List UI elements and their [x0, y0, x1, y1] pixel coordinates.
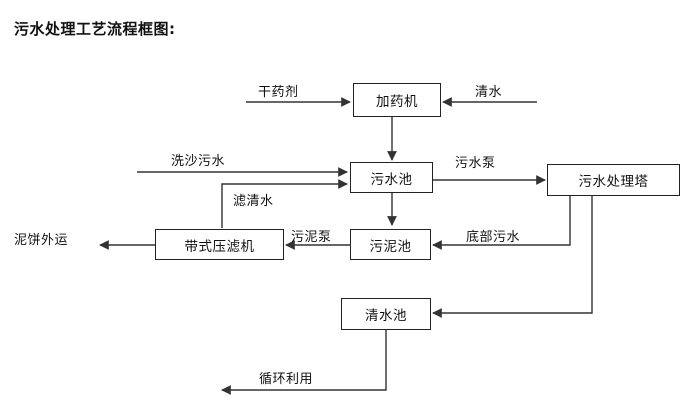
node-sludge-pool[interactable]: 污泥池	[350, 229, 431, 260]
connector-filtered-water-to-wastewater-pool	[221, 179, 348, 228]
node-clear-water-pool[interactable]: 清水池	[341, 298, 431, 330]
connector-bottom-wastewater-to-sludge-pool	[432, 196, 571, 250]
node-dosing-machine-label: 加药机	[376, 94, 418, 110]
node-belt-filter-press[interactable]: 带式压滤机	[155, 229, 284, 260]
node-clear-water-pool-label: 清水池	[365, 308, 407, 324]
connector-tower-to-clear-water-pool	[432, 196, 593, 318]
edge-label-clean-water: 清水	[475, 85, 503, 100]
edge-label-sludge-pump: 污泥泵	[291, 230, 332, 245]
node-treatment-tower-label: 污水处理塔	[578, 174, 649, 190]
node-dosing-machine[interactable]: 加药机	[353, 83, 441, 117]
node-wastewater-pool[interactable]: 污水池	[350, 162, 433, 193]
connector-clear-water-pool-to-recycle	[221, 330, 387, 395]
terminal-label-mud-cake-out: 泥饼外运	[14, 233, 69, 248]
node-treatment-tower[interactable]: 污水处理塔	[547, 164, 680, 196]
edge-label-sand-wash-wastewater: 洗沙污水	[171, 154, 226, 169]
node-belt-filter-press-label: 带式压滤机	[184, 238, 255, 255]
edge-label-wastewater-pump: 污水泵	[455, 156, 496, 171]
node-sludge-pool-label: 污泥池	[369, 238, 412, 255]
edge-label-bottom-wastewater: 底部污水	[466, 230, 521, 245]
page-title: 污水处理工艺流程框图:	[14, 20, 176, 38]
edge-label-filtered-clear-water: 滤清水	[233, 194, 274, 209]
edge-label-dry-chemical: 干药剂	[258, 85, 299, 100]
node-wastewater-pool-label: 污水池	[370, 171, 413, 188]
terminal-label-recycle-reuse: 循环利用	[259, 372, 314, 387]
